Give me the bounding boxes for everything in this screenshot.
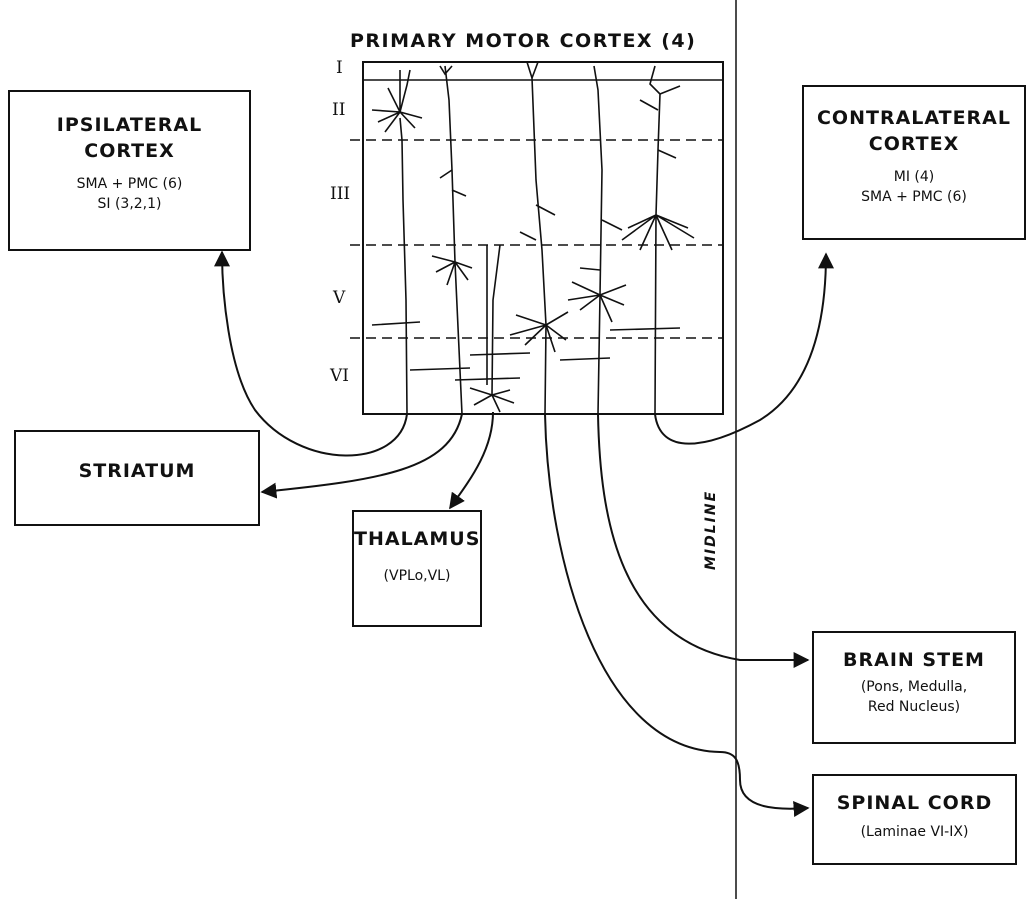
thalamus-title: THALAMUS bbox=[354, 526, 480, 552]
path-contralateral-cortex bbox=[655, 254, 826, 444]
spinalcord-detail: (Laminae VI-IX) bbox=[814, 822, 1015, 842]
ipsilateral-title-line-2: CORTEX bbox=[10, 138, 249, 164]
box-ipsilateral-cortex: IPSILATERAL CORTEX SMA + PMC (6) SI (3,2… bbox=[8, 90, 251, 251]
ipsilateral-title-line-1: IPSILATERAL bbox=[10, 112, 249, 138]
layer-label-ii: II bbox=[332, 100, 345, 120]
striatum-title: STRIATUM bbox=[16, 458, 258, 484]
contralateral-title-line-1: CONTRALATERAL bbox=[804, 105, 1024, 131]
path-thalamus bbox=[450, 412, 493, 508]
box-striatum: STRIATUM bbox=[14, 430, 260, 526]
spinalcord-title: SPINAL CORD bbox=[814, 790, 1015, 816]
path-ipsilateral-cortex bbox=[222, 252, 407, 456]
box-thalamus: THALAMUS (VPLo,VL) bbox=[352, 510, 482, 627]
layer-label-v: V bbox=[333, 288, 345, 308]
path-striatum bbox=[262, 414, 462, 492]
ipsilateral-detail-2: SI (3,2,1) bbox=[10, 194, 249, 214]
neurons bbox=[372, 62, 694, 414]
ipsilateral-detail-1: SMA + PMC (6) bbox=[10, 174, 249, 194]
thalamus-detail: (VPLo,VL) bbox=[354, 566, 480, 586]
box-contralateral-cortex: CONTRALATERAL CORTEX MI (4) SMA + PMC (6… bbox=[802, 85, 1026, 240]
diagram-title: PRIMARY MOTOR CORTEX (4) bbox=[350, 30, 696, 52]
cortex-frame bbox=[363, 62, 723, 414]
brainstem-detail-2: Red Nucleus) bbox=[814, 697, 1014, 717]
path-spinal-cord bbox=[545, 414, 808, 809]
brainstem-title: BRAIN STEM bbox=[814, 647, 1014, 673]
contralateral-detail-2: SMA + PMC (6) bbox=[804, 187, 1024, 207]
layer-label-i: I bbox=[336, 58, 343, 78]
layer-label-vi: VI bbox=[330, 366, 349, 386]
box-brain-stem: BRAIN STEM (Pons, Medulla, Red Nucleus) bbox=[812, 631, 1016, 744]
layer-label-iii: III bbox=[330, 184, 350, 204]
contralateral-detail-1: MI (4) bbox=[804, 167, 1024, 187]
contralateral-title-line-2: CORTEX bbox=[804, 131, 1024, 157]
brainstem-detail-1: (Pons, Medulla, bbox=[814, 677, 1014, 697]
box-spinal-cord: SPINAL CORD (Laminae VI-IX) bbox=[812, 774, 1017, 865]
midline-label: MIDLINE bbox=[703, 490, 719, 570]
